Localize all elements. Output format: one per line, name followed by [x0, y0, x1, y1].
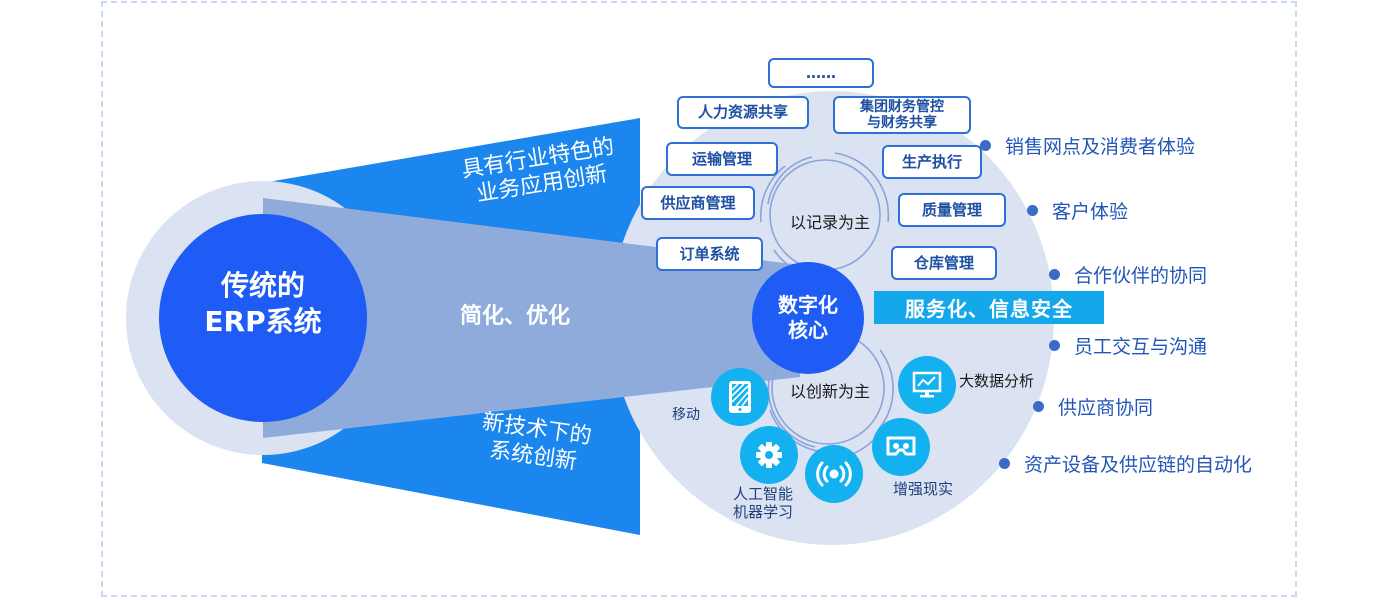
middle-band-label: 简化、优化	[459, 304, 570, 329]
tech-ai-label: 人工智能 机器学习	[733, 485, 793, 521]
outcome-item: 资产设备及供应链的自动化	[999, 450, 1252, 477]
module-more[interactable]: ……	[768, 58, 874, 88]
module-quality[interactable]: 质量管理	[898, 193, 1006, 227]
gear-icon	[756, 442, 782, 468]
innovation-ring-label: 以创新为主	[789, 382, 870, 401]
outcome-text: 合作伙伴的协同	[1074, 265, 1208, 287]
mobile-phone-icon	[729, 381, 751, 413]
bullet-dot	[999, 458, 1010, 469]
legacy-line2: ERP系统	[204, 305, 322, 338]
tech-iot[interactable]	[805, 445, 863, 503]
bullet-dot	[1049, 269, 1060, 280]
outcome-item: 销售网点及消费者体验	[980, 132, 1195, 159]
module-finance-control[interactable]: 集团财务管控 与财务共享	[833, 96, 971, 134]
module-warehouse[interactable]: 仓库管理	[891, 246, 997, 280]
module-production[interactable]: 生产执行	[882, 145, 982, 179]
module-hr-sharing[interactable]: 人力资源共享	[677, 96, 809, 129]
finance-line2: 与财务共享	[867, 115, 937, 131]
tech-ar[interactable]	[872, 418, 930, 476]
bullet-dot	[1049, 340, 1060, 351]
module-order[interactable]: 订单系统	[656, 237, 763, 271]
tech-ar-label: 增强现实	[893, 480, 954, 498]
legacy-line1: 传统的	[220, 269, 305, 302]
outcome-item: 员工交互与沟通	[1049, 332, 1207, 359]
tech-mobile-label: 移动	[672, 407, 700, 423]
outcome-text: 资产设备及供应链的自动化	[1024, 454, 1253, 476]
core-line2: 核心	[788, 318, 828, 342]
tech-mobile[interactable]	[711, 368, 769, 426]
bullet-dot	[980, 140, 991, 151]
outcome-text: 客户体验	[1052, 201, 1129, 223]
bullet-dot	[1027, 205, 1038, 216]
legacy-circle	[159, 214, 367, 422]
wireless-signal-icon	[816, 461, 852, 487]
digital-core-circle: 数字化 核心	[752, 262, 864, 374]
outcome-item: 供应商协同	[1033, 393, 1153, 420]
outcome-text: 销售网点及消费者体验	[1005, 136, 1196, 158]
vr-headset-icon	[886, 436, 916, 456]
finance-line1: 集团财务管控	[860, 99, 944, 115]
dashed-frame	[101, 1, 1297, 597]
record-ring-label: 以记录为主	[789, 213, 870, 232]
tech-ai[interactable]	[740, 426, 798, 484]
ai-line1: 人工智能	[733, 485, 794, 503]
outcome-text: 供应商协同	[1058, 397, 1154, 419]
module-supplier[interactable]: 供应商管理	[641, 186, 755, 220]
legacy-erp-label: 传统的 ERP系统	[193, 268, 333, 340]
outcome-item: 客户体验	[1027, 197, 1128, 224]
ai-line2: 机器学习	[733, 503, 794, 521]
service-security-banner: 服务化、信息安全	[874, 291, 1104, 324]
bullet-dot	[1033, 401, 1044, 412]
tech-bigdata[interactable]	[898, 356, 956, 414]
outcome-text: 员工交互与沟通	[1074, 336, 1208, 358]
outcome-item: 合作伙伴的协同	[1049, 261, 1207, 288]
core-line1: 数字化	[778, 293, 838, 317]
module-transport[interactable]: 运输管理	[666, 142, 778, 176]
tech-bigdata-label: 大数据分析	[959, 372, 1035, 390]
analytics-monitor-icon	[912, 371, 942, 398]
